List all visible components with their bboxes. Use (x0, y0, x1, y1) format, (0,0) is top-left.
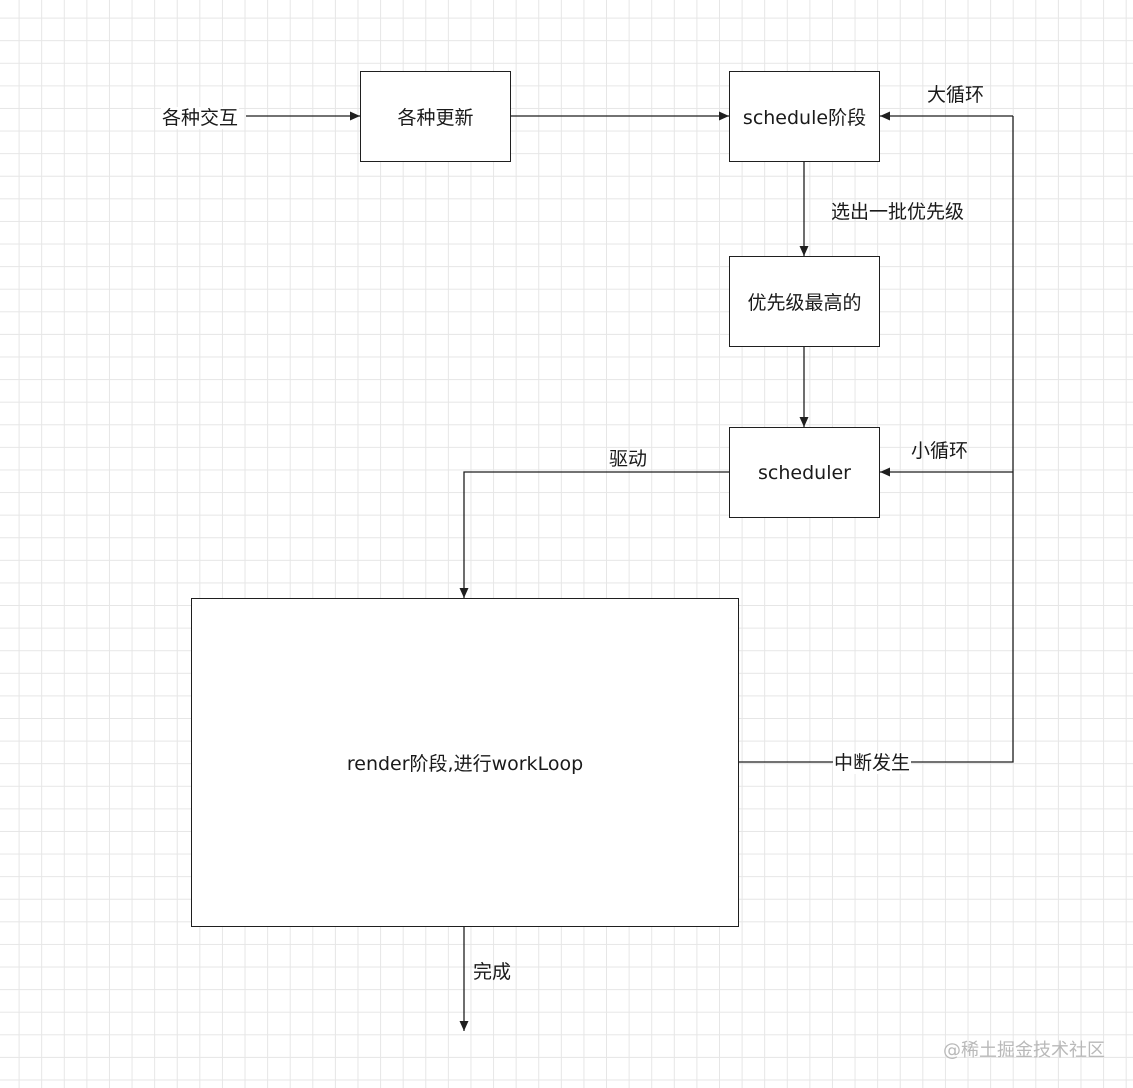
node-highest-priority: 优先级最高的 (729, 256, 880, 347)
node-schedule-phase: schedule阶段 (729, 71, 880, 162)
node-updates-label: 各种更新 (397, 107, 474, 129)
node-render-phase-label: render阶段,进行workLoop (346, 753, 584, 775)
label-small-loop: 小循环 (911, 440, 969, 462)
node-schedule-phase-label: schedule阶段 (742, 107, 867, 129)
label-interrupt: 中断发生 (833, 752, 912, 774)
label-complete: 完成 (473, 961, 512, 983)
node-scheduler: scheduler (729, 427, 880, 518)
label-big-loop: 大循环 (927, 84, 985, 106)
node-scheduler-label: scheduler (758, 461, 851, 484)
edge-scheduler-to-render (459, 471, 729, 598)
node-interactions: 各种交互 (161, 107, 240, 129)
watermark: @稀土掘金技术社区 (943, 1040, 1105, 1061)
label-drive: 驱动 (609, 448, 648, 470)
node-highest-priority-label: 优先级最高的 (747, 292, 862, 314)
node-updates: 各种更新 (360, 71, 511, 162)
edge-interrupt-loop (739, 116, 1014, 763)
label-select-batch: 选出一批优先级 (831, 201, 965, 223)
node-render-phase: render阶段,进行workLoop (191, 598, 739, 927)
